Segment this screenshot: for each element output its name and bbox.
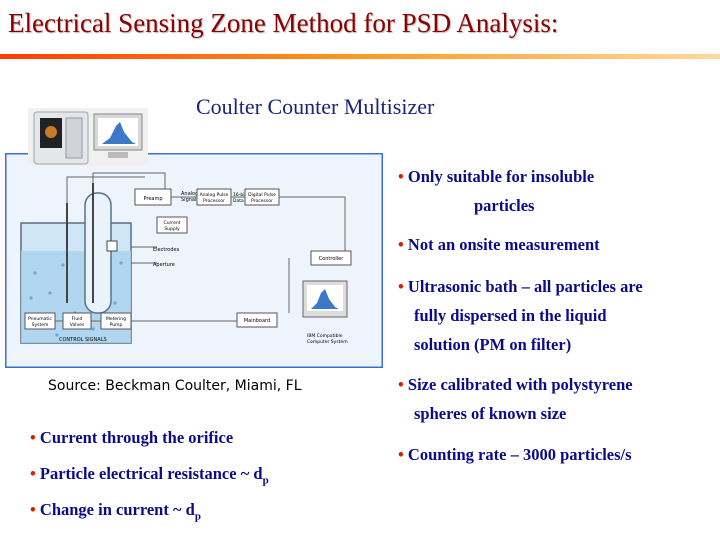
svg-text:Valves: Valves: [70, 322, 85, 328]
bullet-counting-rate: • Counting rate – 3000 particles/s: [398, 445, 632, 464]
slide-subtitle: Coulter Counter Multisizer: [196, 94, 435, 119]
svg-text:Digital Pulse: Digital Pulse: [248, 192, 276, 198]
bullet-change-current: • Change in current ~ dp: [30, 500, 201, 523]
svg-text:Fluid: Fluid: [72, 316, 83, 322]
controller-box: [310, 250, 352, 266]
controller-label: Controller: [319, 256, 345, 262]
electrodes-label: Electrodes: [153, 247, 180, 253]
source-caption: Source: Beckman Coulter, Miami, FL: [48, 378, 302, 394]
control-signals-label: CONTROL SIGNALS: [59, 337, 107, 343]
svg-text:Data: Data: [233, 198, 244, 204]
svg-text:Processor: Processor: [251, 198, 273, 204]
coulter-counter-diagram: Preamp Analog Signal Analog Pulse Proces…: [5, 153, 383, 368]
svg-text:IBM Compatible: IBM Compatible: [307, 333, 343, 339]
multisizer-instrument-photo: [28, 108, 148, 166]
svg-text:Computer System: Computer System: [307, 339, 348, 345]
mainboard-label: Mainboard: [244, 318, 270, 324]
title-underline: [0, 54, 720, 59]
svg-text:Supply: Supply: [164, 226, 180, 232]
slide-title: Electrical Sensing Zone Method for PSD A…: [8, 8, 559, 38]
bullet-calibration: • Size calibrated with polystyrene spher…: [398, 375, 633, 423]
aperture-label: Aperture: [153, 262, 175, 268]
mainboard-box: [236, 312, 278, 328]
svg-text:Metering: Metering: [106, 316, 126, 322]
current-supply-box: [156, 216, 188, 234]
bullet-onsite: • Not an onsite measurement: [398, 235, 600, 254]
bullet-current-orifice: • Current through the orifice: [30, 428, 234, 447]
svg-text:Analog Pulse: Analog Pulse: [200, 192, 229, 198]
svg-text:Pneumatic: Pneumatic: [28, 316, 52, 322]
svg-text:Pump: Pump: [110, 322, 123, 328]
aperture-tube: [84, 192, 112, 314]
svg-text:Current: Current: [164, 220, 181, 226]
svg-text:Signal: Signal: [181, 197, 196, 203]
preamp-label: Preamp: [143, 196, 162, 202]
bullet-resistance: • Particle electrical resistance ~ dp: [30, 464, 269, 487]
analog-signal-label: Analog: [181, 191, 198, 197]
svg-text:16-bit: 16-bit: [233, 192, 246, 198]
bullet-insoluble: • Only suitable for insoluble particles: [398, 167, 595, 215]
svg-text:System: System: [32, 322, 49, 328]
bullet-ultrasonic: • Ultrasonic bath – all particles are fu…: [398, 277, 643, 354]
svg-text:Processor: Processor: [203, 198, 225, 204]
